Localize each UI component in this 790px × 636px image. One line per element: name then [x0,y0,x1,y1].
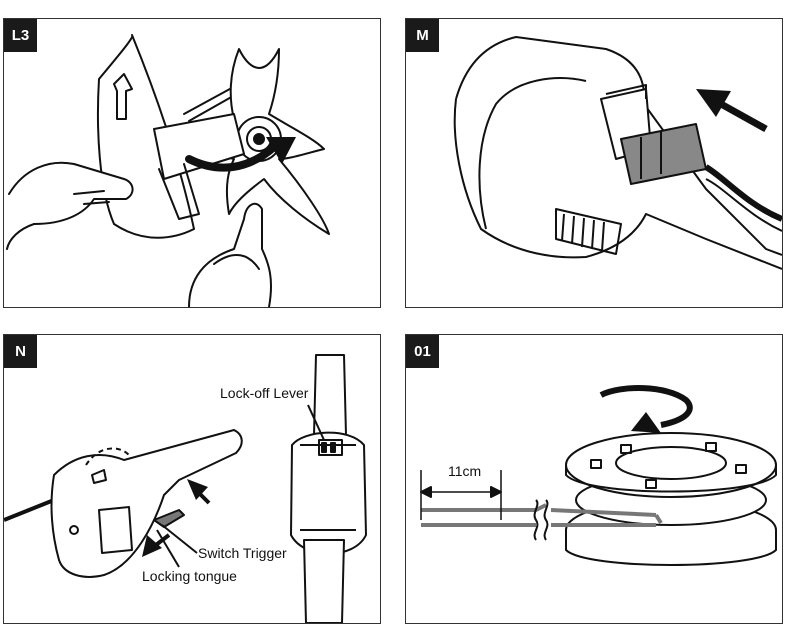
l3-illustration [6,34,330,307]
panel-tag: M [406,19,439,52]
locking-tongue-label: Locking tongue [142,568,237,584]
panel-n: N [3,334,381,624]
panel-l3: L3 [3,18,381,308]
panel-01: 01 [405,334,783,624]
m-illustration [453,36,782,270]
o1-illustration [420,385,777,566]
panel-tag: L3 [4,19,37,52]
panel-m: M [405,18,783,308]
n-illustration [4,354,367,623]
switch-trigger-label: Switch Trigger [198,545,287,561]
lock-off-lever-label: Lock-off Lever [220,385,309,401]
panel-tag: 01 [406,335,439,368]
measure-label: 11cm [448,463,482,479]
panel-tag: N [4,335,37,368]
